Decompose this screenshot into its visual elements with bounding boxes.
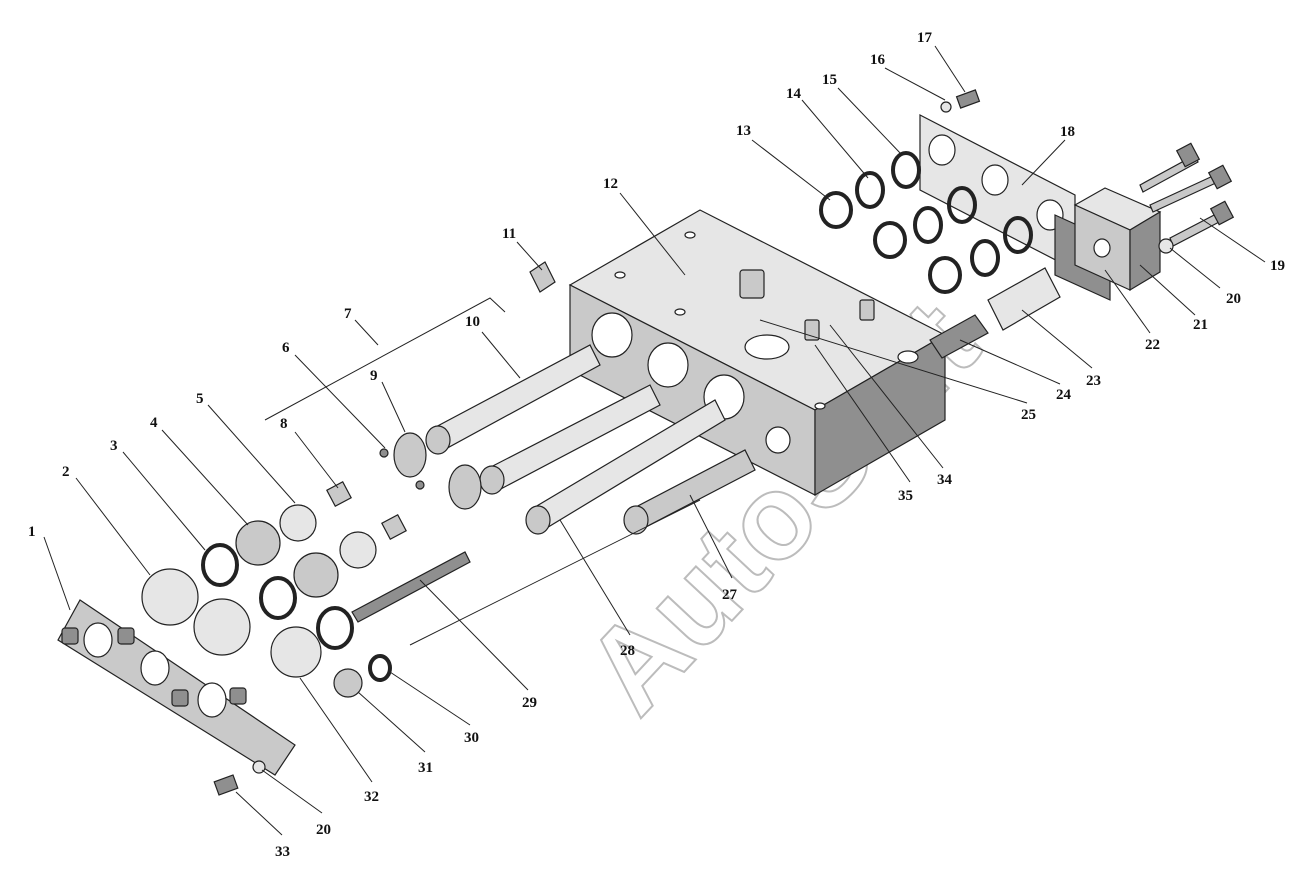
callout-17: 17 [917,30,933,46]
callout-5: 5 [196,391,204,407]
callout-21: 21 [1193,317,1208,333]
callout-16: 16 [870,52,886,68]
callout-35: 35 [898,488,913,504]
callout-10: 10 [465,314,480,330]
springs [235,314,989,623]
spools [425,344,756,535]
callout-34: 34 [937,472,953,488]
callout-31: 31 [418,760,433,776]
callout-30: 30 [464,730,479,746]
gasket-plate-right [919,114,1076,271]
small-fittings [326,261,875,540]
seal-rings [201,151,1033,682]
end-cover-block [1054,187,1162,301]
callout-20-left: 20 [316,822,331,838]
callout-1: 1 [28,524,36,540]
callout-29: 29 [522,695,537,711]
callout-7: 7 [344,306,352,322]
pistons [141,267,1061,698]
callout-18: 18 [1060,124,1075,140]
callout-33: 33 [275,844,290,860]
callout-22: 22 [1145,337,1160,353]
callout-19: 19 [1270,258,1285,274]
end-plate-left [57,599,296,776]
callout-3: 3 [110,438,118,454]
callout-25: 25 [1021,407,1036,423]
callout-4: 4 [150,415,158,431]
callout-labels: 1 2 3 4 5 6 7 8 9 10 11 12 13 14 15 16 1… [28,30,1285,860]
callout-24: 24 [1056,387,1072,403]
callout-20-right: 20 [1226,291,1241,307]
callout-11: 11 [502,226,516,242]
callout-15: 15 [822,72,837,88]
callout-23: 23 [1086,373,1101,389]
callout-2: 2 [62,464,70,480]
valve-body [568,209,947,497]
callout-9: 9 [370,368,378,384]
callout-13: 13 [736,123,751,139]
bolts [213,89,1235,796]
callout-27: 27 [722,587,738,603]
callout-14: 14 [786,86,802,102]
callout-8: 8 [280,416,288,432]
callout-28: 28 [620,643,635,659]
callout-32: 32 [364,789,379,805]
callout-6: 6 [282,340,290,356]
leader-lines [43,45,1266,836]
callout-12: 12 [603,176,618,192]
